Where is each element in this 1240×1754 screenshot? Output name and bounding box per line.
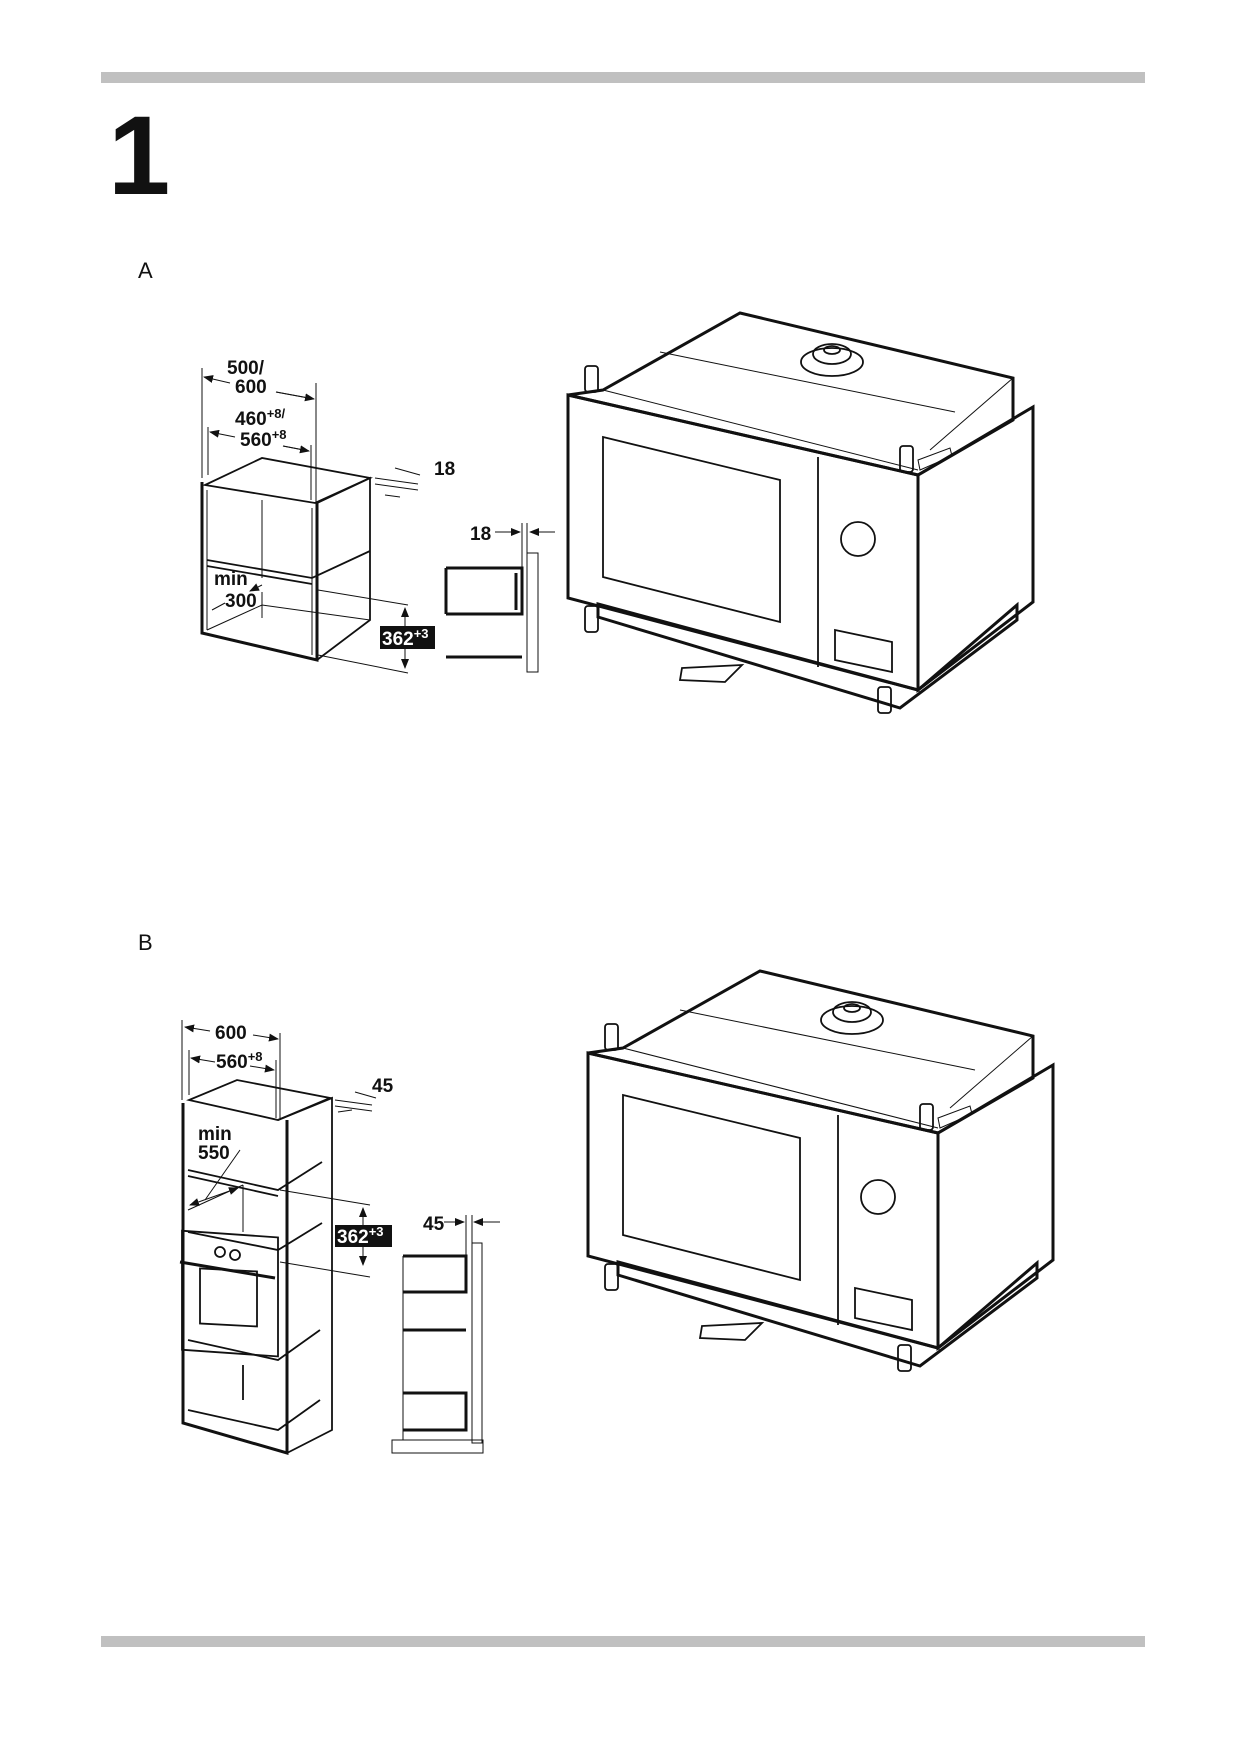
- dim-a-inner-width-2: 560: [240, 430, 272, 451]
- svg-text:560+8: 560+8: [216, 1049, 263, 1073]
- svg-text:362+3: 362+3: [382, 626, 429, 650]
- dim-a-side-thickness: 18: [470, 524, 491, 545]
- dim-b-niche-height-tol: +3: [369, 1224, 384, 1239]
- dim-b-inner-width-tol: +8: [248, 1049, 263, 1064]
- dim-b-inner-width: 560: [216, 1052, 248, 1073]
- figure-number: 1: [108, 93, 171, 218]
- bottom-rule: [101, 1636, 1145, 1647]
- dim-b-niche-height: 362: [337, 1227, 369, 1248]
- dim-a-outer-width-1: 500/: [227, 358, 265, 379]
- microwave-b-drawing: [586, 969, 1055, 1373]
- section-label-a: A: [138, 258, 153, 283]
- dim-a-inner-width-1: 460: [235, 409, 267, 430]
- section-label-b: B: [138, 930, 153, 955]
- dim-b-panel-thickness: 45: [372, 1076, 394, 1097]
- dim-a-niche-height-tol: +3: [414, 626, 429, 641]
- dim-a-inner-width-2-tol: +8: [272, 427, 287, 442]
- cabinet-b-drawing: 600 560+8 45 min 550 362+3: [179, 1020, 394, 1455]
- svg-text:560+8: 560+8: [240, 427, 287, 451]
- side-profile-a: 18: [444, 523, 555, 673]
- dim-b-side-thickness: 45: [423, 1214, 445, 1235]
- side-profile-b: 45: [391, 1214, 500, 1454]
- dim-b-min-label: min: [198, 1124, 232, 1145]
- dim-a-niche-height: 362: [382, 629, 414, 650]
- top-rule: [101, 72, 1145, 83]
- cabinet-a-drawing: 500/ 600 460+8/ 560+8 18 min 300 362+3: [202, 358, 455, 674]
- dim-a-panel-thickness: 18: [434, 459, 455, 480]
- dim-a-outer-width-2: 600: [235, 377, 267, 398]
- dim-b-outer-width: 600: [215, 1023, 247, 1044]
- dim-a-inner-width-1-tol: +8/: [267, 406, 286, 421]
- microwave-a-drawing: [566, 311, 1035, 715]
- svg-text:460+8/: 460+8/: [235, 406, 286, 430]
- svg-text:362+3: 362+3: [337, 1224, 384, 1248]
- dim-a-min-label: min: [214, 569, 248, 590]
- dim-a-min-depth: 300: [225, 591, 257, 612]
- dim-b-min-depth: 550: [198, 1143, 230, 1164]
